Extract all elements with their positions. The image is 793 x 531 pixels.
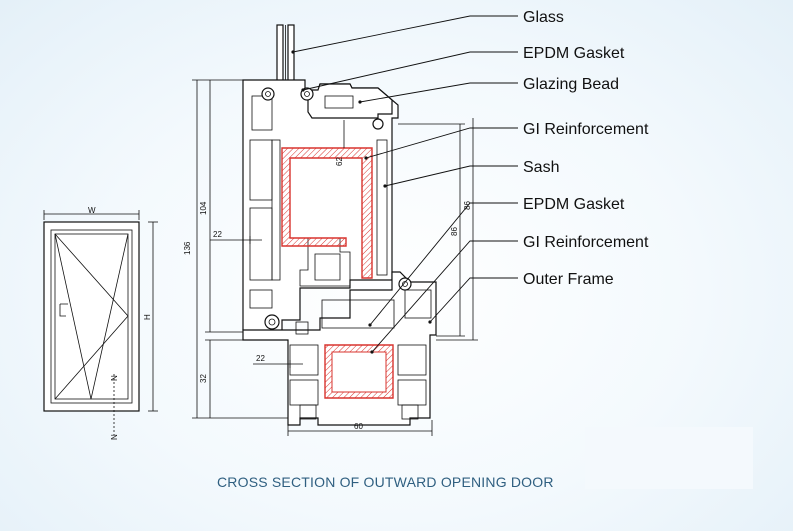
dim-frame-wall: 22 [256, 354, 265, 363]
label-glass: Glass [523, 9, 564, 26]
dim-overall-height: 136 [183, 241, 192, 255]
glazing-bead [307, 83, 393, 119]
dim-reinforcement-height: 62 [335, 157, 344, 166]
dim-sash-wall: 22 [213, 230, 222, 239]
label-sash: Sash [523, 159, 559, 176]
epdm-gasket-top-left [261, 87, 275, 101]
cross-section [192, 24, 478, 436]
label-epdm-gasket-top: EPDM Gasket [523, 45, 625, 62]
label-outer-frame: Outer Frame [523, 271, 614, 288]
sash-chamber-3 [249, 289, 273, 309]
label-epdm-gasket-mid: EPDM Gasket [523, 196, 625, 213]
leader-lines [291, 15, 518, 354]
label-glazing-bead: Glazing Bead [523, 76, 619, 93]
dim-right-outer: 86 [450, 227, 459, 236]
door-elevation [43, 210, 158, 435]
background-panel [585, 427, 753, 489]
dim-sash-height: 104 [199, 201, 208, 215]
dim-frame-height: 32 [199, 374, 208, 383]
sash-chamber-right [376, 139, 388, 276]
epdm-gasket-sill [264, 314, 280, 330]
diagram-caption: CROSS SECTION OF OUTWARD OPENING DOOR [217, 474, 554, 490]
handle-mark [59, 303, 68, 317]
bead-clip [372, 118, 384, 130]
dim-right-inner: 86 [463, 201, 472, 210]
gi-reinforcement-top [281, 147, 373, 279]
section-mark-b: N [110, 434, 119, 440]
width-label: W [88, 206, 96, 215]
label-gi-reinforcement-top: GI Reinforcement [523, 121, 649, 138]
opening-direction-lines [54, 233, 129, 400]
height-label: H [143, 314, 152, 320]
section-mark-a: N [110, 375, 119, 381]
dim-frame-width: 60 [354, 422, 363, 431]
epdm-gasket-mid [398, 277, 412, 291]
label-gi-reinforcement-bottom: GI Reinforcement [523, 234, 649, 251]
